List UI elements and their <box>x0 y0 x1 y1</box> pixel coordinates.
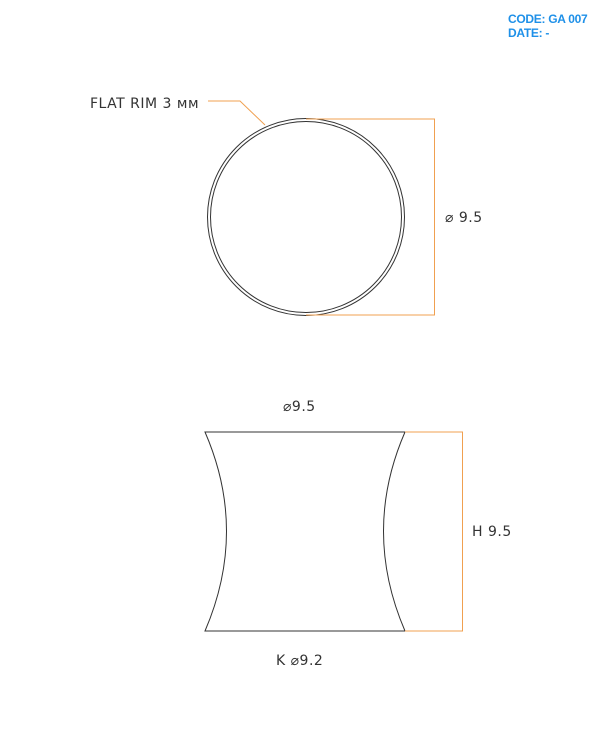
height-label: H 9.5 <box>472 524 512 540</box>
rim-leader-line <box>208 100 266 126</box>
code-label: CODE: <box>508 12 546 26</box>
date-line: DATE: - <box>508 26 587 40</box>
date-value: - <box>545 26 550 40</box>
rim-label: FLAT RIM 3 мм <box>90 96 199 112</box>
bottom-diameter-label: K ⌀9.2 <box>276 653 323 669</box>
side-top-diameter-label: ⌀9.5 <box>283 399 316 415</box>
top-diameter-label: ⌀ 9.5 <box>445 210 483 226</box>
top-view: FLAT RIM 3 мм ⌀ 9.5 <box>90 96 483 316</box>
date-label: DATE: <box>508 26 543 40</box>
plug-side-profile <box>204 431 406 632</box>
document-code-block: CODE: GA 007 DATE: - <box>508 12 588 40</box>
code-line: CODE: GA 007 <box>508 12 588 26</box>
inner-rim-circle <box>210 121 402 313</box>
side-view: ⌀9.5 H 9.5 K ⌀9.2 <box>204 399 512 669</box>
outer-rim-circle <box>207 118 405 316</box>
code-value: GA 007 <box>548 12 588 26</box>
